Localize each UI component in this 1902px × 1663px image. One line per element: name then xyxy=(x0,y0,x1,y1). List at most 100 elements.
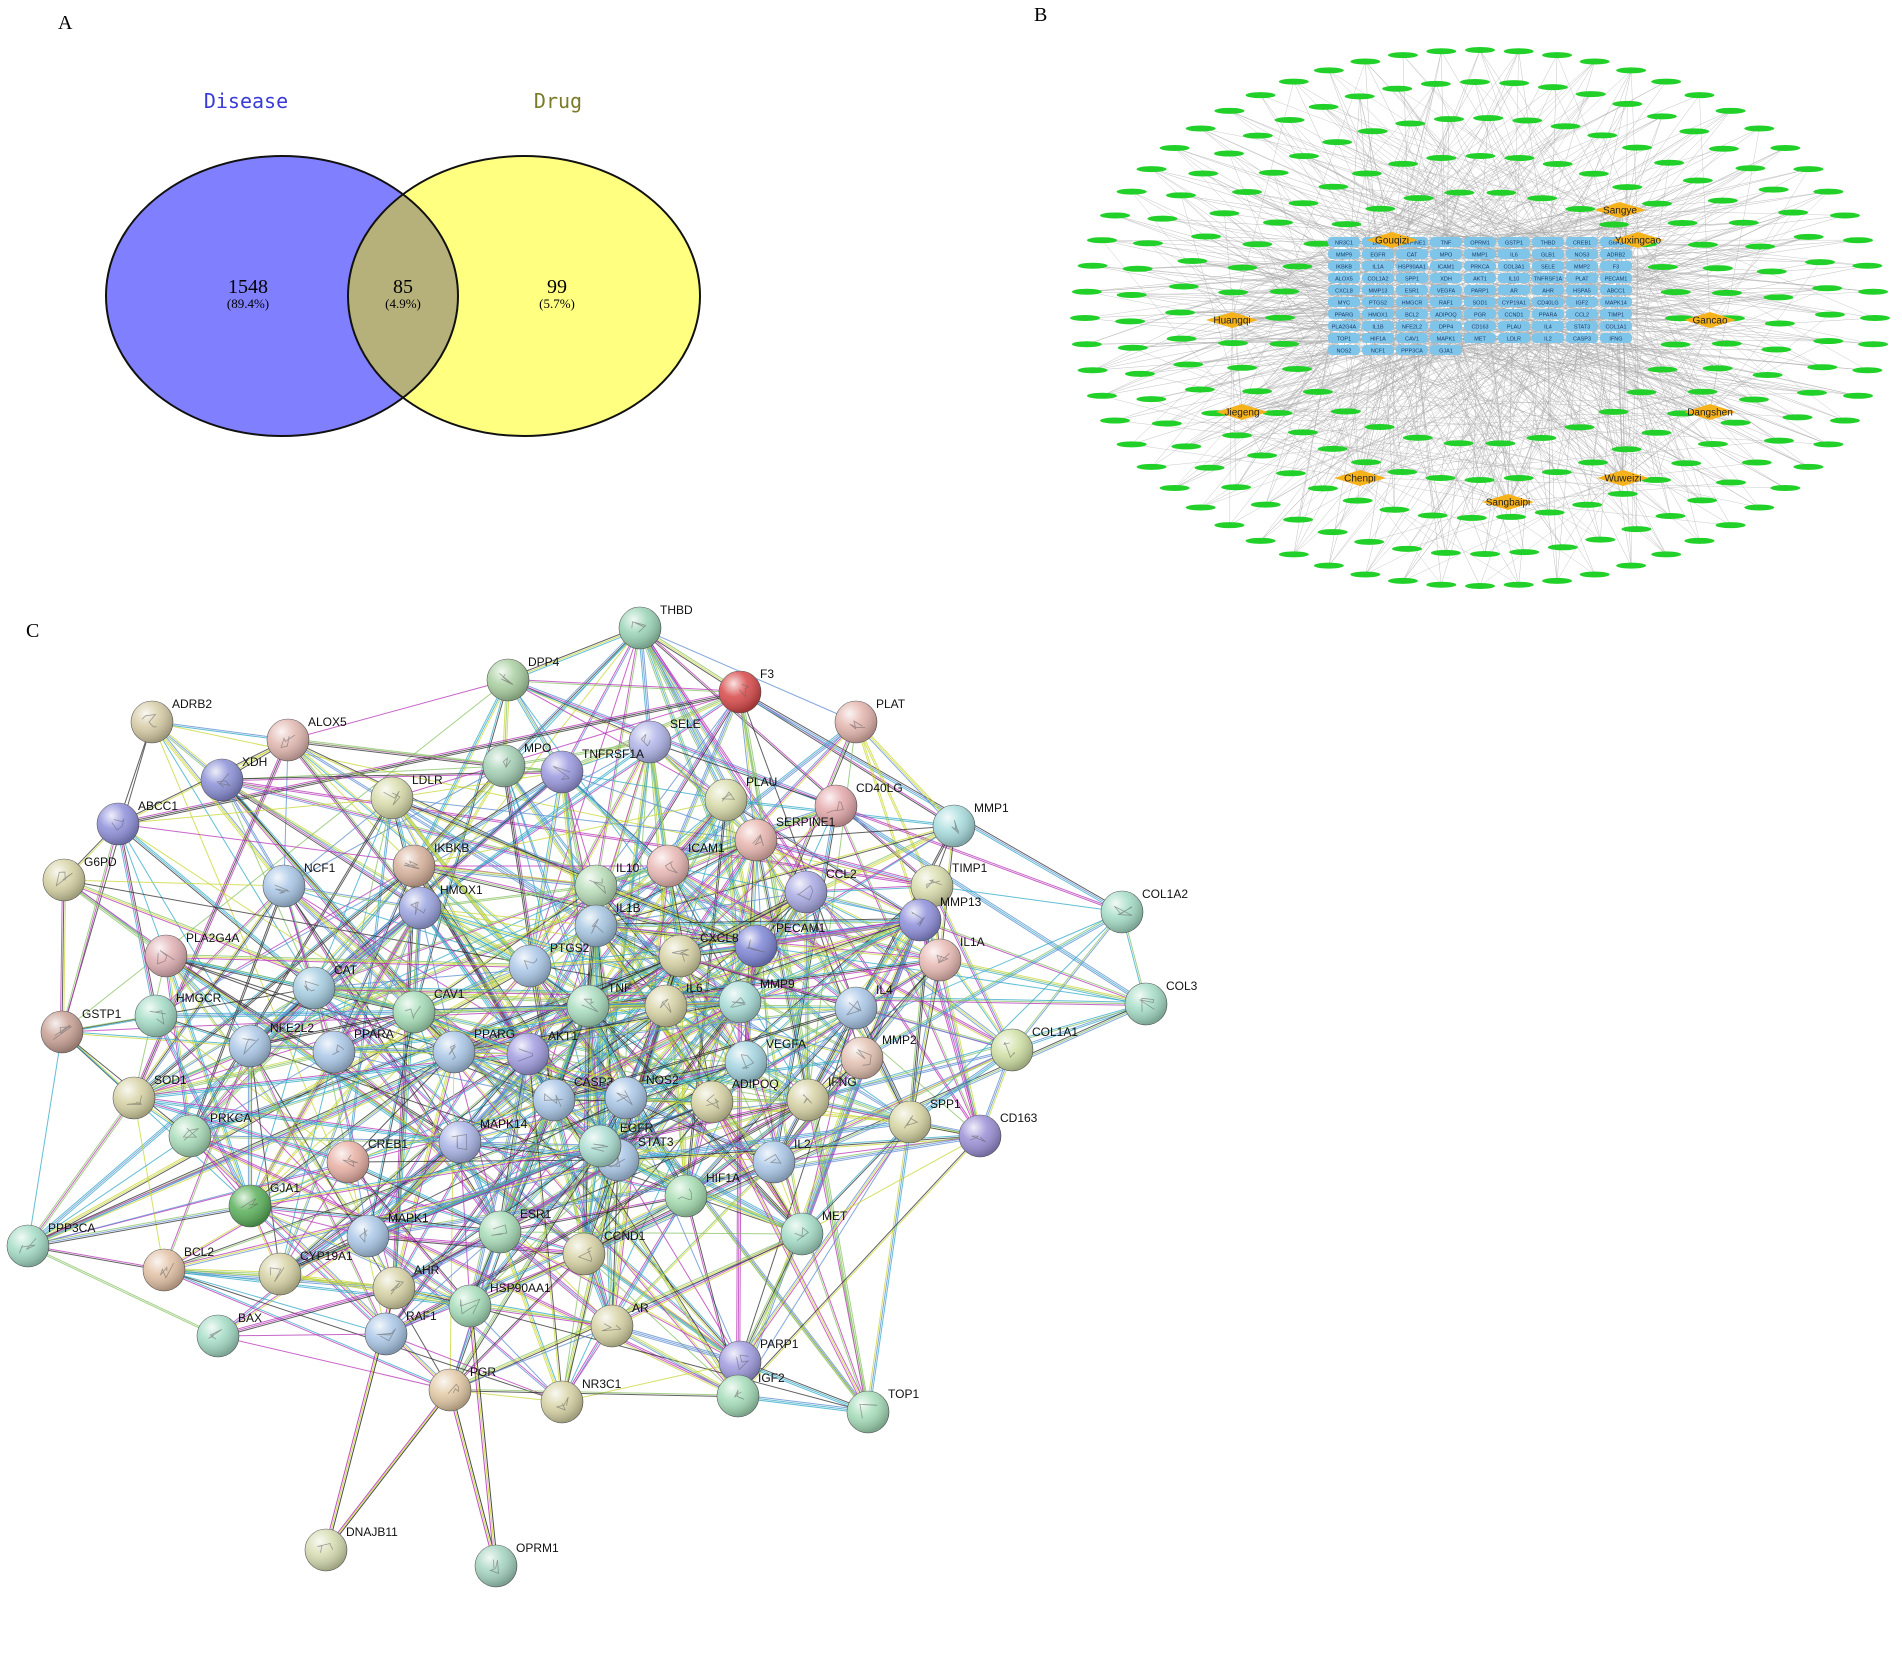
compound-node xyxy=(1622,145,1652,151)
ppi-node-label: XDH xyxy=(242,755,267,769)
target-node: CD40LG xyxy=(1532,297,1564,307)
target-node: MPO xyxy=(1430,249,1462,259)
target-node: IL4 xyxy=(1532,321,1564,331)
compound-node xyxy=(1395,120,1425,126)
compound-node xyxy=(1698,441,1728,447)
target-label: PECAM1 xyxy=(1605,277,1628,283)
compound-node xyxy=(1716,479,1746,485)
compound-node xyxy=(1858,289,1888,295)
ppi-node-label: PPARG xyxy=(474,1027,515,1041)
compound-node xyxy=(1612,446,1642,452)
ppi-node-label: DPP4 xyxy=(528,655,560,669)
venn-diagram: Disease Drug 1548 (89.4%) 85 (4.9%) 99 (… xyxy=(100,60,720,460)
target-label: IGF2 xyxy=(1576,301,1588,307)
venn-label-disease: Disease xyxy=(204,89,288,113)
compound-node xyxy=(1078,263,1108,269)
target-label: IL10 xyxy=(1509,277,1520,283)
compound-node xyxy=(1578,459,1608,465)
ppi-node-label: MMP9 xyxy=(760,977,795,991)
ppi-node-label: NR3C1 xyxy=(582,1377,622,1391)
compound-node xyxy=(1123,266,1153,272)
compound-node xyxy=(1125,371,1155,377)
target-node: TNF xyxy=(1430,237,1462,247)
compound-node xyxy=(1486,190,1516,196)
compound-node xyxy=(1262,410,1292,416)
compound-node xyxy=(1165,310,1195,316)
compound-node xyxy=(1812,285,1842,291)
target-label: PLA2G4A xyxy=(1332,325,1357,331)
compound-node xyxy=(1263,220,1293,226)
compound-node xyxy=(1612,101,1642,107)
ppi-node-label: TNF xyxy=(608,981,631,995)
target-label: PPARG xyxy=(1335,313,1354,319)
target-label: HIF1A xyxy=(1370,337,1386,343)
ppi-node-creb1: CREB1 xyxy=(327,1137,408,1183)
ppi-node-label: MMP2 xyxy=(882,1033,917,1047)
ppi-node-label: NOS2 xyxy=(646,1073,679,1087)
compound-node xyxy=(1275,117,1305,123)
compound-node xyxy=(1388,578,1418,584)
target-label: MAPK14 xyxy=(1605,301,1627,307)
compound-node xyxy=(1457,515,1487,521)
target-node: MAPK1 xyxy=(1430,333,1462,343)
compound-node xyxy=(1350,59,1380,65)
compound-node xyxy=(1072,341,1102,347)
ppi-node-label: MET xyxy=(822,1209,848,1223)
compound-node xyxy=(1744,505,1774,511)
compound-node xyxy=(1465,153,1495,159)
target-label: COL1A1 xyxy=(1605,325,1626,331)
compound-node xyxy=(1269,341,1299,347)
network-svg: NR3C1BAXSERPINE1TNFOPRM1GSTP1THBDCREB1G6… xyxy=(1060,20,1900,680)
compound-node xyxy=(1331,408,1361,414)
network-edge xyxy=(1148,243,1232,320)
compound-node xyxy=(1195,465,1225,471)
target-label: ADIPOQ xyxy=(1435,313,1457,319)
herb-label: Sangbaipi xyxy=(1486,498,1530,509)
venn-overlap-count: 85 xyxy=(393,276,413,298)
ppi-node-label: CASP3 xyxy=(574,1075,614,1089)
target-label: XDH xyxy=(1440,277,1452,283)
target-node: ALOX5 xyxy=(1328,273,1360,283)
compound-node xyxy=(1169,283,1199,289)
compound-node xyxy=(1276,470,1306,476)
target-node: MAPK14 xyxy=(1600,297,1632,307)
target-node: CD163 xyxy=(1464,321,1496,331)
compound-node xyxy=(1403,435,1433,441)
compound-node xyxy=(1565,206,1595,212)
ppi-node-label: CCND1 xyxy=(604,1229,646,1243)
compound-node xyxy=(1742,459,1772,465)
target-label: MPO xyxy=(1440,253,1453,259)
ppi-node-cd163: CD163 xyxy=(959,1111,1038,1157)
compound-node xyxy=(1444,440,1474,446)
ppi-edge xyxy=(868,1122,910,1412)
herb-node: Gancao xyxy=(1684,312,1736,328)
target-node: HSPA5 xyxy=(1566,285,1598,295)
ppi-edge xyxy=(855,723,953,827)
ppi-node-label: MAPK14 xyxy=(480,1117,528,1131)
compound-node xyxy=(1608,491,1638,497)
target-node: GLB1 xyxy=(1532,249,1564,259)
compound-node xyxy=(1318,529,1348,535)
target-label: PGR xyxy=(1474,313,1486,319)
herb-node: Yuxingcao xyxy=(1612,232,1664,248)
ppi-node-bax: BAX xyxy=(197,1311,262,1357)
compound-node xyxy=(1404,195,1434,201)
ppi-edge xyxy=(468,1306,494,1566)
target-node: PARP1 xyxy=(1464,285,1496,295)
target-label: ESR1 xyxy=(1405,289,1419,295)
target-label: NFE2L2 xyxy=(1402,325,1422,331)
target-node: PRKCA xyxy=(1464,261,1496,271)
target-node: NCF1 xyxy=(1362,345,1394,355)
compound-node xyxy=(1671,460,1701,466)
target-node: XDH xyxy=(1430,273,1462,283)
ppi-node-label: SOD1 xyxy=(154,1073,187,1087)
ppi-node-label: PTGS2 xyxy=(550,941,590,955)
target-label: MMP13 xyxy=(1369,289,1388,295)
target-label: SPP1 xyxy=(1405,277,1419,283)
ppi-node-label: MAPK1 xyxy=(388,1211,429,1225)
target-node: TOP1 xyxy=(1328,333,1360,343)
compound-node xyxy=(1852,367,1882,373)
ppi-node-label: BCL2 xyxy=(184,1245,214,1259)
target-label: AKT1 xyxy=(1473,277,1487,283)
compound-node xyxy=(1793,464,1823,470)
